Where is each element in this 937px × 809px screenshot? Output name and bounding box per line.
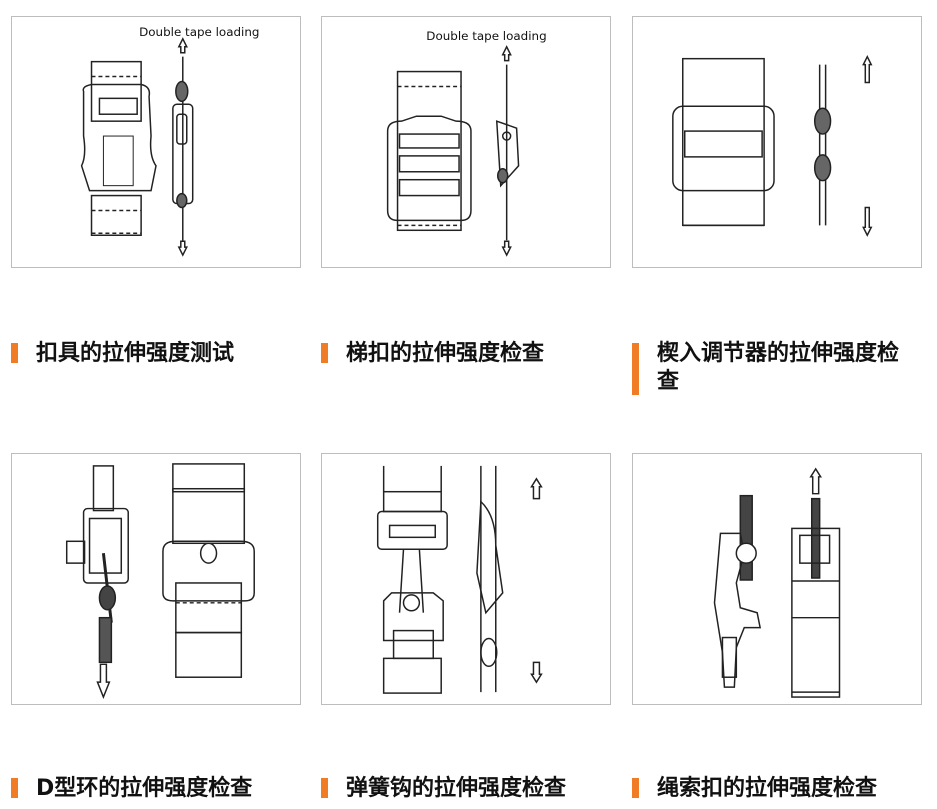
caption-text: 梯扣的拉伸强度检查 <box>346 341 545 366</box>
diagram-panel-buckle: Double tape loading <box>11 16 301 268</box>
caption-text: 扣具的拉伸强度测试 <box>36 341 235 366</box>
caption-buckle: 扣具的拉伸强度测试 <box>11 340 301 368</box>
caption-accent-bar <box>11 343 18 363</box>
double-tape-label: Double tape loading <box>139 25 259 39</box>
diagram-panel-d-ring <box>11 453 301 705</box>
caption-accent-bar <box>11 778 18 798</box>
diagram-panel-ladder-buckle: Double tape loading <box>321 16 611 268</box>
diagram-panel-rope-clamp <box>632 453 922 705</box>
caption-text: 楔入调节器的拉伸强度检查 <box>657 341 900 394</box>
caption-accent-bar <box>321 778 328 798</box>
caption-accent-bar <box>321 343 328 363</box>
diagram-panel-wedge-adjuster <box>632 16 922 268</box>
caption-snap-hook: 弹簧钩的拉伸强度检查 <box>321 775 611 803</box>
caption-text: 弹簧钩的拉伸强度检查 <box>346 776 567 801</box>
caption-wedge-adjuster: 楔入调节器的拉伸强度检查 <box>632 340 922 396</box>
caption-accent-bar <box>632 343 639 395</box>
d-ring-test-diagram <box>65 463 255 700</box>
rope-clamp-test-diagram <box>713 467 841 698</box>
ladder-buckle-test-diagram: Double tape loading <box>386 29 547 257</box>
caption-ladder-buckle: 梯扣的拉伸强度检查 <box>321 340 611 368</box>
double-tape-label: Double tape loading <box>426 29 546 43</box>
caption-text: 绳索扣的拉伸强度检查 <box>657 776 878 801</box>
snap-hook-test-diagram <box>376 465 543 694</box>
caption-rope-clamp: 绳索扣的拉伸强度检查 <box>632 775 922 803</box>
buckle-test-diagram: Double tape loading <box>80 25 259 257</box>
caption-text: D型环的拉伸强度检查 <box>36 776 253 801</box>
caption-d-ring: D型环的拉伸强度检查 <box>11 775 301 803</box>
caption-accent-bar <box>632 778 639 798</box>
diagram-panel-snap-hook <box>321 453 611 705</box>
wedge-adjuster-test-diagram <box>672 55 873 237</box>
